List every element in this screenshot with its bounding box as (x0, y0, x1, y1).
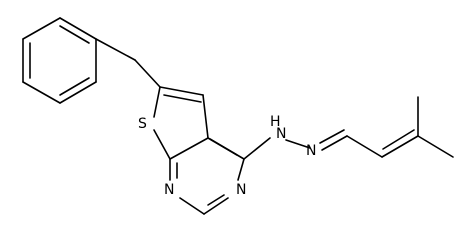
nitrogen-n3-label: N (236, 182, 246, 198)
chemical-structure: S N N H N N (22, 17, 454, 215)
hydrazone-chain (243, 96, 454, 160)
imine-n-label: N (306, 143, 316, 159)
benzene-ring (22, 17, 97, 104)
thiophene-ring (153, 86, 209, 160)
nitrogen-n1-label: N (164, 182, 174, 198)
benzyl-methylene (95, 38, 161, 88)
hydrazine-n-label: N (276, 126, 286, 142)
hydrazine-h-label: H (270, 114, 281, 130)
sulfur-atom-label: S (138, 116, 147, 132)
pyrimidine-ring (169, 137, 245, 215)
